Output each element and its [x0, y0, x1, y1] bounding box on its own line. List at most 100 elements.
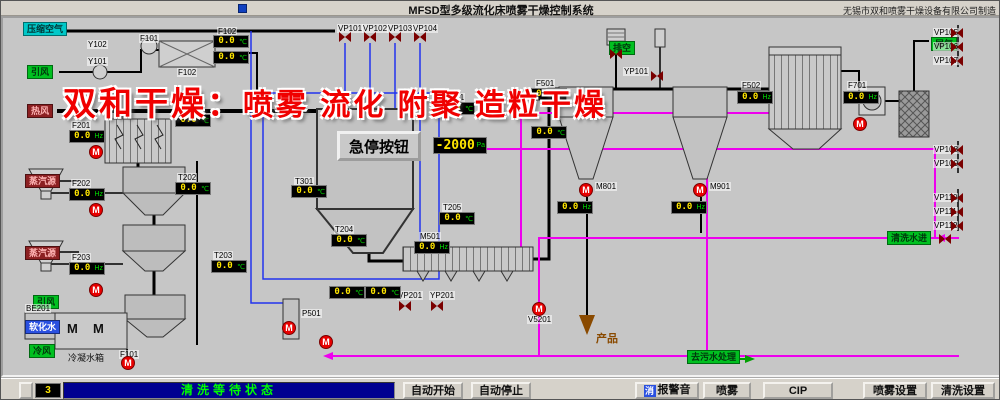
- motor-icon[interactable]: M: [532, 302, 546, 316]
- auto-stop-button[interactable]: 自动停止: [471, 382, 531, 399]
- watermark-brand: 双和干燥：: [63, 85, 243, 122]
- valve-icon[interactable]: [951, 221, 963, 231]
- source-tag: 压缩空气: [23, 22, 68, 36]
- value-display: 0.0℃: [211, 260, 247, 273]
- valve-icon[interactable]: [951, 56, 963, 66]
- equipment-tag: F102: [177, 68, 198, 77]
- motor-icon[interactable]: M: [579, 183, 593, 197]
- equipment-tag: F502: [741, 81, 762, 90]
- source-tag: 清洗水进: [887, 231, 932, 245]
- value-display: 0.0℃: [291, 185, 327, 198]
- value-display: 0.0℃: [329, 286, 365, 299]
- motor-icon[interactable]: M: [89, 283, 103, 297]
- motor-icon[interactable]: M: [89, 203, 103, 217]
- equipment-tag: VP108: [933, 145, 960, 154]
- mute-label: 报警音: [657, 384, 691, 397]
- equipment-tag: VP107: [933, 56, 960, 65]
- title-bar: MFSD型多级流化床喷雾干燥控制系统 无锡市双和喷雾干燥设备有限公司制造: [1, 1, 999, 17]
- equipment-tag: F101: [139, 34, 160, 43]
- spray-button[interactable]: 喷雾: [703, 382, 751, 399]
- valve-icon[interactable]: [951, 42, 963, 52]
- source-tag: 蒸汽源: [25, 174, 61, 188]
- source-tag: 引风: [27, 65, 54, 79]
- app-icon: [238, 4, 247, 13]
- equipment-tag: VP112: [933, 221, 959, 230]
- source-tag: 冷凝水箱: [68, 353, 105, 363]
- equipment-tag: T205: [442, 203, 463, 212]
- equipment-tag: M901: [709, 182, 732, 191]
- valve-icon[interactable]: [399, 301, 411, 311]
- motor-icon[interactable]: M: [282, 321, 296, 335]
- valve-icon[interactable]: [939, 234, 951, 244]
- value-display: 0.0℃: [531, 126, 567, 139]
- motor-icon[interactable]: M: [121, 356, 135, 370]
- motor-icon[interactable]: M: [853, 117, 867, 131]
- valve-icon[interactable]: [951, 207, 963, 217]
- clean-settings-button[interactable]: 清洗设置: [931, 382, 995, 399]
- watermark-text: 双和干燥：喷雾 流化 附聚 造粒干燥: [63, 77, 607, 125]
- equipment-tag: VP101: [337, 24, 364, 33]
- equipment-tag: F701: [847, 81, 868, 90]
- valve-icon[interactable]: [389, 32, 401, 42]
- spray-settings-button[interactable]: 喷雾设置: [863, 382, 927, 399]
- valve-icon[interactable]: [951, 193, 963, 203]
- window-title: MFSD型多级流化床喷雾干燥控制系统: [408, 5, 594, 17]
- valve-icon[interactable]: [414, 32, 426, 42]
- equipment-tag: M801: [595, 182, 618, 191]
- cip-button[interactable]: CIP: [763, 382, 833, 399]
- system-button[interactable]: [19, 382, 33, 399]
- mute-alarm-button[interactable]: 消报警音: [635, 382, 699, 399]
- value-display: 0.0℃: [365, 286, 401, 299]
- equipment-tag: VP110: [933, 193, 959, 202]
- equipment-tag: T202: [177, 173, 198, 182]
- bottom-control-bar: 3 清洗等待状态 自动开始 自动停止 消报警音 喷雾 CIP 喷雾设置 清洗设置: [1, 377, 999, 399]
- valve-icon[interactable]: [610, 49, 622, 59]
- watermark-slogan: 喷雾 流化 附聚 造粒干燥: [243, 89, 608, 122]
- equipment-tag: VP104: [412, 24, 439, 33]
- motor-icon[interactable]: M: [89, 145, 103, 159]
- agitator-icon: M: [67, 321, 78, 336]
- equipment-tag: T203: [213, 251, 234, 260]
- value-display: 0.0℃: [439, 212, 475, 225]
- valve-icon[interactable]: [364, 32, 376, 42]
- valve-icon[interactable]: [951, 145, 963, 155]
- valve-icon[interactable]: [339, 32, 351, 42]
- manufacturer-label: 无锡市双和喷雾干燥设备有限公司制造: [842, 6, 996, 16]
- equipment-tag: P501: [301, 309, 322, 318]
- source-tag: 产品: [596, 333, 618, 345]
- status-bar: 清洗等待状态: [63, 382, 395, 399]
- source-tag: 冷风: [29, 344, 56, 358]
- equipment-tag: VP106: [933, 42, 960, 51]
- valve-icon[interactable]: [431, 301, 443, 311]
- equipment-tag: T401: [445, 93, 466, 102]
- source-tag: 软化水: [25, 320, 61, 334]
- auto-start-button[interactable]: 自动开始: [403, 382, 463, 399]
- equipment-tag: M501: [419, 232, 442, 241]
- equipment-tag: F501: [535, 79, 556, 88]
- equipment-tag: YP201: [429, 291, 456, 300]
- equipment-tag: Y102: [87, 40, 108, 49]
- emergency-stop-button[interactable]: 急停按钮: [337, 131, 421, 161]
- value-display: 0.0℃: [213, 51, 249, 64]
- counter-display: 3: [35, 383, 61, 398]
- equipment-tag: F201: [71, 121, 92, 130]
- motor-icon[interactable]: M: [319, 335, 333, 349]
- motor-icon[interactable]: M: [693, 183, 707, 197]
- valve-icon[interactable]: [651, 71, 663, 81]
- value-display: 0.0℃: [331, 234, 367, 247]
- valve-icon[interactable]: [951, 28, 963, 38]
- agitator-icon: M: [93, 321, 104, 336]
- valve-icon[interactable]: [951, 159, 963, 169]
- equipment-tag: T204: [334, 225, 355, 234]
- equipment-tag: V5201: [527, 315, 553, 324]
